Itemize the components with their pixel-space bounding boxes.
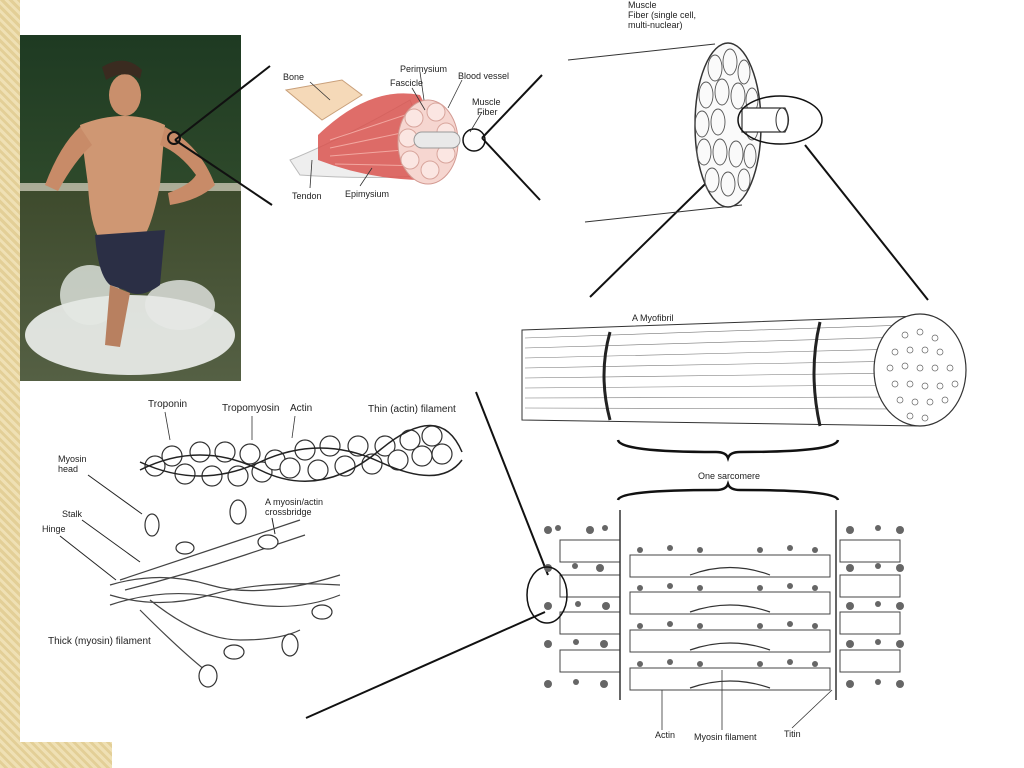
thick-filament-strands: [109, 519, 341, 671]
slide-border-bottom: [0, 742, 112, 768]
label-perimysium: Perimysium: [400, 64, 447, 74]
label-crossbridge-2: crossbridge: [265, 507, 312, 517]
sarcomere-brace: [616, 480, 840, 501]
label-tendon: Tendon: [292, 191, 322, 201]
label-hinge: Hinge: [42, 524, 66, 534]
fiber-panel: Muscle Fiber (single cell, multi-nuclear…: [567, 0, 823, 223]
label-blood-vessel: Blood vessel: [458, 71, 509, 81]
label-titin: Titin: [784, 729, 801, 739]
label-troponin: Troponin: [148, 399, 187, 410]
myofibril-title: A Myofibril: [632, 313, 674, 323]
label-muscle-fiber-1: Muscle: [472, 97, 501, 107]
label-thick-filament: Thick (myosin) filament: [48, 636, 151, 647]
myofibril-panel: A Myofibril: [521, 313, 967, 462]
runner-photo: [20, 35, 241, 381]
photo-zoom-circle: [167, 131, 181, 145]
label-epimysium: Epimysium: [345, 189, 389, 199]
label-myosin-filament: Myosin filament: [694, 732, 757, 742]
label-muscle-fiber-2: Fiber: [477, 107, 498, 117]
filament-panel: Troponin Tropomyosin Actin Thin (actin) …: [42, 399, 463, 688]
myosin-heads: [144, 499, 333, 688]
label-myosin-head-2: head: [58, 464, 78, 474]
label-myosin-head-1: Myosin: [58, 454, 87, 464]
label-stalk: Stalk: [62, 509, 83, 519]
label-bone: Bone: [283, 72, 304, 82]
zoom-connector-lines: [174, 65, 929, 719]
myofibril-brace: [616, 439, 840, 462]
label-actin-sarcomere: Actin: [655, 730, 675, 740]
sarcomere-panel: One sarcomere: [526, 471, 904, 742]
fiber-title-3: multi-nuclear): [628, 20, 683, 30]
slide-border-left: [0, 0, 20, 768]
label-fascicle: Fascicle: [390, 78, 423, 88]
label-actin-filament: Actin: [290, 403, 312, 414]
label-tropomyosin: Tropomyosin: [222, 403, 279, 414]
label-crossbridge-1: A myosin/actin: [265, 497, 323, 507]
label-thin-filament: Thin (actin) filament: [368, 404, 456, 415]
sarcomere-title: One sarcomere: [698, 471, 760, 481]
fiber-title-2: Fiber (single cell,: [628, 10, 696, 20]
fiber-title-1: Muscle: [628, 0, 657, 10]
muscle-panel: Bone Fascicle Perimysium Blood vessel Mu…: [283, 64, 509, 201]
